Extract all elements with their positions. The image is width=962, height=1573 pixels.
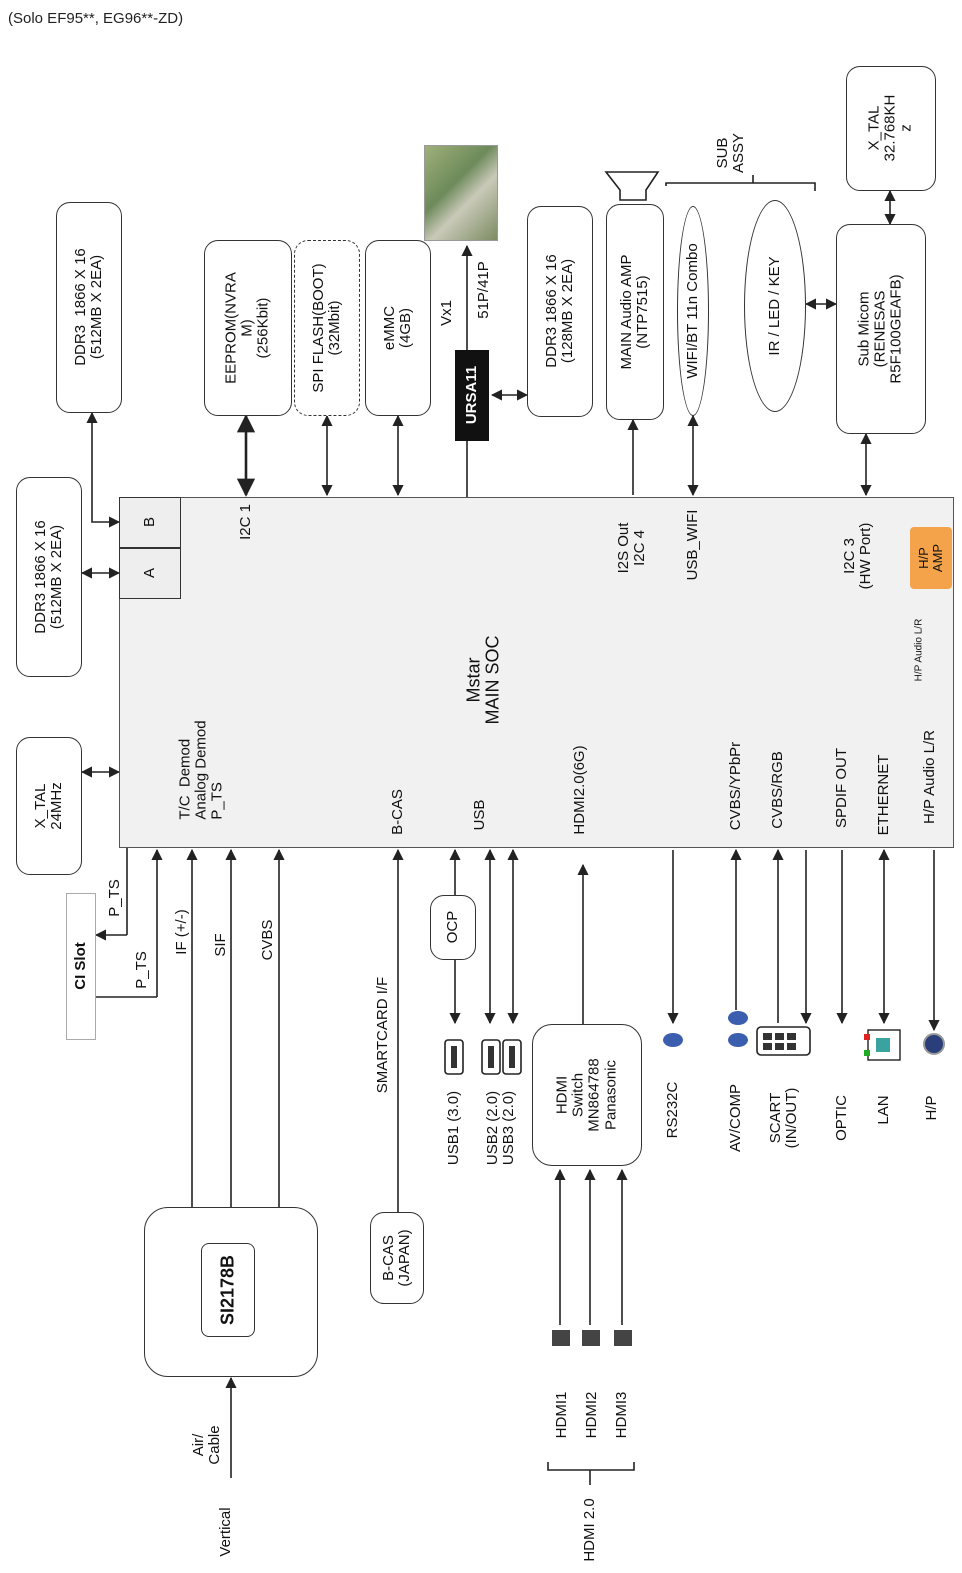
xtal-32-label: X_TAL 32.768KH z: [865, 94, 916, 162]
connector-icons: [444, 1011, 945, 1346]
hdmi3-label: HDMI3: [612, 1391, 630, 1439]
vertical-label: Vertical: [216, 1507, 234, 1557]
bcas-japan-box: [370, 1212, 424, 1304]
audio-amp-label: MAIN Audio AMP (NTP7515): [617, 254, 651, 370]
sub-micom-box: [836, 224, 926, 434]
usb1-label: USB1 (3.0): [444, 1090, 462, 1166]
hdmi-switch-box: [532, 1024, 642, 1166]
hdmi1-label: HDMI1: [552, 1391, 570, 1439]
hp-amp-box: [910, 527, 952, 589]
bcas-japan-label: B-CAS (JAPAN): [379, 1229, 413, 1287]
ir-label: IR / LED / KEY: [765, 256, 783, 356]
tv-panel-image: [424, 145, 498, 241]
wifi-label: WIFI/BT 11n Combo: [683, 243, 701, 379]
ddr-ursa-label: DDR3 1866 X 16 (128MB X 2EA): [542, 254, 576, 368]
ddr-port-a: [119, 548, 181, 599]
i2c3-label: I2C 3 (HW Port): [840, 522, 874, 590]
eeprom-box: [204, 240, 292, 416]
hdmi2-label: HDMI2: [582, 1391, 600, 1439]
bcas-label: B-CAS: [388, 789, 406, 835]
xtal-32-box: [846, 66, 936, 191]
ddr-port-b: [119, 497, 181, 548]
usb-label: USB: [470, 799, 488, 831]
ir-led-key: [744, 200, 806, 412]
cvbs-ypbpr-label: CVBS/YPbPr: [726, 741, 744, 831]
spi-flash-box: [294, 240, 360, 416]
ddr-port-b-label: B: [140, 516, 158, 528]
lvds-label: 51P/41P: [474, 261, 492, 319]
spi-flash-label: SPI FLASH(BOOT) (32Mbit): [309, 263, 343, 393]
soc-title: Mstar MAIN SOC: [463, 635, 503, 725]
emmc-box: [365, 240, 431, 416]
ddr-top-label: DDR3 1866 X 16 (512MB X 2EA): [71, 248, 105, 366]
hdmi20-label: HDMI 2.0: [580, 1498, 598, 1562]
p-ts-label-2: P_TS: [132, 951, 150, 989]
i2s-label: I2S Out I2C 4: [614, 522, 648, 574]
usb23-label: USB2 (2.0) USB3 (2.0): [483, 1090, 517, 1166]
rs232c-label: RS232C: [663, 1081, 681, 1139]
wifi-module: [677, 206, 709, 416]
model-header: (Solo EF95**, EG96**-ZD): [8, 10, 184, 27]
i2c1-label: I2C 1: [236, 504, 254, 540]
ursa-label: URSA11: [462, 365, 480, 425]
hp-audio-internal-label: H/P Audio L/R: [913, 618, 925, 682]
eeprom-label: EEPROM(NVRA M) (256Kbit): [222, 272, 273, 384]
demod-label: T/C Demod Analog Demod P_TS: [176, 720, 227, 820]
cvbs-label: CVBS: [258, 919, 276, 961]
hdmi-switch-label: HDMI Switch MN864788 Panasonic: [553, 1058, 620, 1132]
sub-assy-label: SUB ASSY: [713, 132, 747, 174]
ethernet-label: ETHERNET: [874, 754, 892, 836]
av-comp-label: AV/COMP: [726, 1083, 744, 1153]
tuner-label: SI2178B: [217, 1254, 238, 1326]
ddr-port-a-label: A: [140, 567, 158, 579]
sub-micom-label: Sub Micom (RENESAS R5F100GEAFB): [855, 274, 906, 384]
if-label: IF (+/-): [172, 909, 190, 955]
ddr-left-label: DDR3 1866 X 16 (512MB X 2EA): [31, 520, 65, 634]
air-cable-label: Air/ Cable: [189, 1425, 223, 1465]
usb-wifi-label: USB_WIFI: [683, 509, 701, 581]
audio-amp-box: [606, 204, 664, 420]
hp-audio-label: H/P Audio L/R: [920, 730, 938, 824]
ocp-label: OCP: [443, 910, 461, 944]
ddr-left-box: [16, 477, 82, 677]
xtal-24-box: [16, 737, 82, 875]
spdif-label: SPDIF OUT: [832, 747, 850, 829]
smartcard-label: SMARTCARD I/F: [373, 976, 391, 1094]
emmc-label: eMMC (4GB): [380, 305, 414, 351]
lan-label: LAN: [874, 1095, 892, 1125]
hp-amp-label: H/P AMP: [915, 543, 945, 573]
vx1-label: Vx1: [437, 300, 455, 326]
scart-label: SCART (IN/OUT): [766, 1087, 800, 1149]
xtal-24-label: X_TAL 24MHz: [31, 782, 65, 830]
cvbs-rgb-label: CVBS/RGB: [768, 751, 786, 829]
ddr-top-box: [56, 202, 122, 413]
hp-label: H/P: [922, 1095, 940, 1121]
sif-label: SIF: [211, 933, 229, 957]
ocp-box: [430, 895, 476, 960]
ddr-ursa-box: [527, 206, 593, 417]
main-soc: [119, 497, 954, 848]
optic-label: OPTIC: [832, 1095, 850, 1141]
ursa-box: [455, 350, 489, 441]
p-ts-label-1: P_TS: [105, 879, 123, 917]
tuner-chip: [201, 1243, 255, 1337]
hdmi-label: HDMI2.0(6G): [570, 745, 588, 835]
ci-slot-box: [66, 893, 96, 1040]
ci-slot-label: CI Slot: [71, 942, 89, 990]
